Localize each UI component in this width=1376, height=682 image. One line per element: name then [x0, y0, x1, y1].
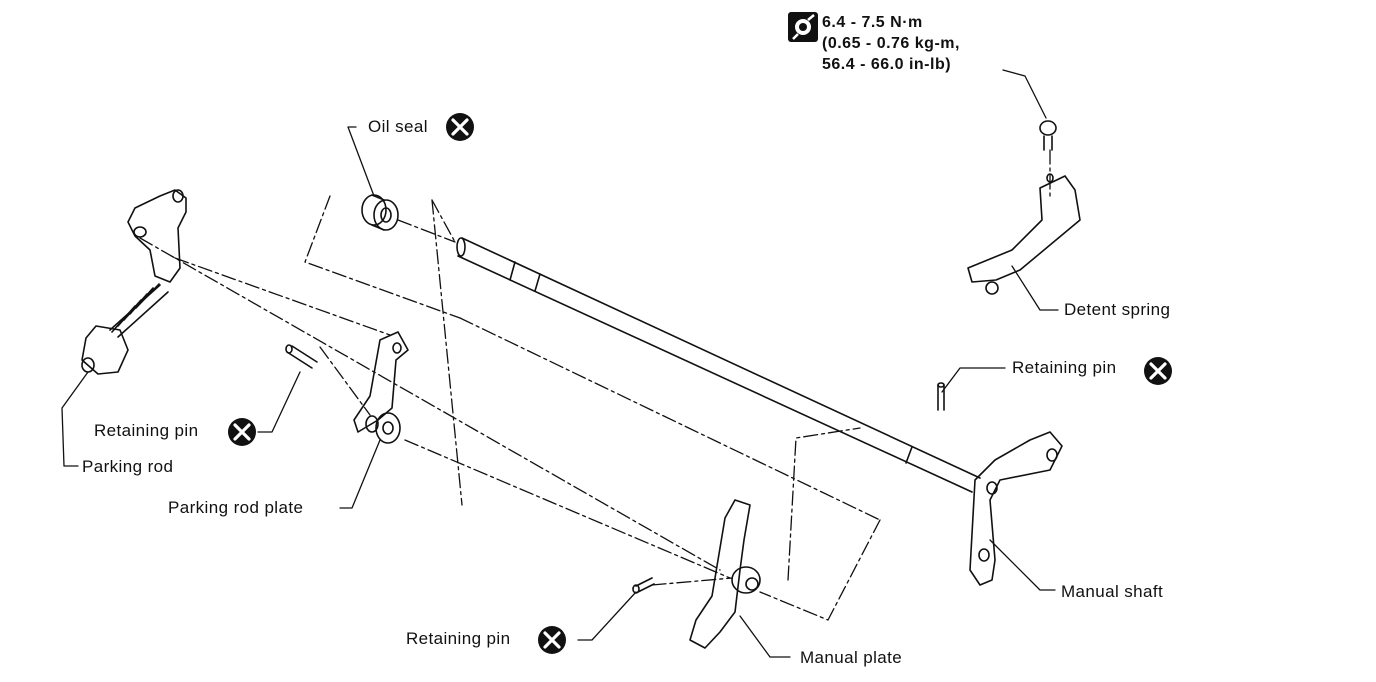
- manual-shaft-rod: [456, 237, 981, 493]
- retaining-pin-parts: [285, 344, 945, 594]
- replace-icon: [1144, 357, 1172, 385]
- replace-icon: [228, 418, 256, 446]
- label-retaining-pin-right: Retaining pin: [1012, 358, 1117, 377]
- label-manual-shaft: Manual shaft: [1061, 582, 1164, 601]
- label-detent-spring: Detent spring: [1064, 300, 1171, 319]
- torque-spec-line2: (0.65 - 0.76 kg-m,: [822, 35, 960, 52]
- replace-icon: [538, 626, 566, 654]
- oil-seal-part: [361, 194, 399, 231]
- parking-rod-plate-part: [353, 331, 409, 444]
- label-retaining-pin-bottom: Retaining pin: [406, 629, 511, 648]
- detent-spring-part: [967, 120, 1081, 295]
- torque-spec-line1: 6.4 - 7.5 N·m: [822, 14, 923, 31]
- parking-rod-part: [81, 189, 187, 375]
- manual-shaft-lever: [969, 431, 1063, 586]
- label-oil-seal: Oil seal: [368, 117, 428, 136]
- label-manual-plate: Manual plate: [800, 648, 903, 667]
- torque-spec-line3: 56.4 - 66.0 in-lb): [822, 56, 952, 73]
- torque-wrench-icon: [788, 12, 818, 42]
- torque-spec: 6.4 - 7.5 N·m (0.65 - 0.76 kg-m, 56.4 - …: [822, 12, 960, 75]
- label-retaining-pin-left: Retaining pin: [94, 421, 199, 440]
- manual-plate-part: [689, 499, 761, 649]
- replace-icon: [446, 113, 474, 141]
- alignment-frame: [139, 149, 1051, 621]
- label-parking-rod: Parking rod: [82, 457, 174, 476]
- label-parking-rod-plate: Parking rod plate: [168, 498, 304, 517]
- replace-markers: [228, 113, 1172, 654]
- leader-lines: [61, 69, 1059, 658]
